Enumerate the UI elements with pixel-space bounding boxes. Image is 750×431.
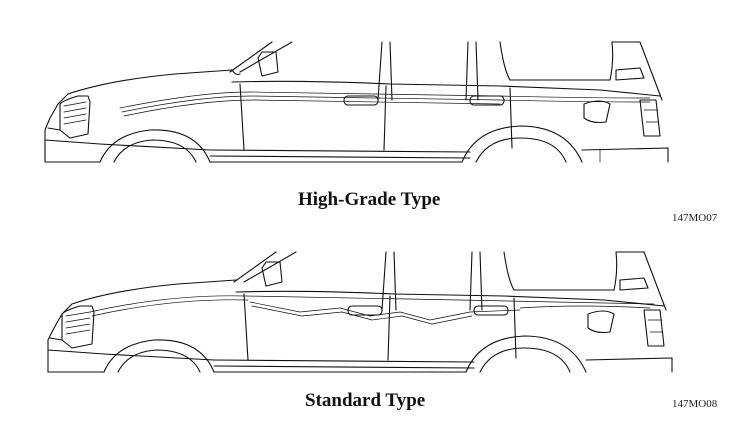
high-grade-vehicle-drawing bbox=[44, 41, 669, 163]
figure-code-high-grade: 147MO07 bbox=[672, 212, 718, 224]
figure-code-standard: 147MO08 bbox=[672, 398, 718, 410]
figure-caption-standard: Standard Type bbox=[305, 390, 426, 411]
standard-vehicle-drawing bbox=[47, 251, 673, 373]
figure-caption-high-grade: High-Grade Type bbox=[298, 189, 441, 210]
